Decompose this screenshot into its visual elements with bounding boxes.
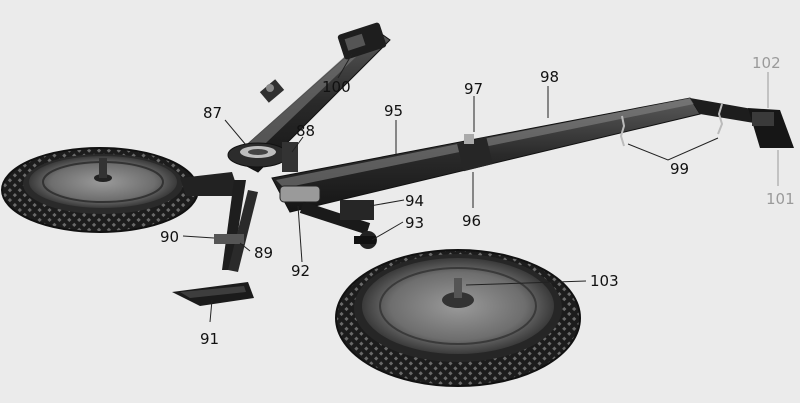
leader-90 [182, 235, 215, 239]
callout-91: 91 [200, 330, 219, 348]
leader-lines [182, 53, 779, 323]
callout-94: 94 [405, 192, 424, 210]
callout-90: 90 [160, 228, 179, 246]
callout-88: 88 [296, 122, 315, 140]
leader-103 [465, 280, 587, 286]
elevation-handwheel-assembly [299, 200, 377, 249]
leader-92 [297, 205, 303, 263]
main-trail-beam [271, 97, 794, 213]
leader-94 [369, 199, 405, 207]
spade-leg [172, 180, 258, 306]
leader-89 [239, 242, 251, 252]
leader-99 [627, 137, 719, 161]
callout-95: 95 [384, 102, 403, 120]
central-pivot-assembly [180, 142, 321, 203]
leader-100 [337, 53, 353, 79]
callout-102: 102 [752, 54, 781, 72]
callout-97: 97 [464, 80, 483, 98]
callout-100: 100 [322, 78, 351, 96]
callout-92: 92 [291, 262, 310, 280]
callout-103: 103 [590, 272, 619, 290]
right-wheel [335, 249, 581, 387]
callout-87: 87 [203, 104, 222, 122]
upper-trail-arm [231, 22, 391, 173]
leader-91 [209, 299, 213, 323]
callout-89: 89 [254, 244, 273, 262]
leader-87 [224, 119, 247, 146]
callout-96: 96 [462, 212, 481, 230]
callout-98: 98 [540, 68, 559, 86]
callout-101: 101 [766, 190, 795, 208]
leader-88 [291, 136, 304, 153]
callout-labels: 87 88 89 90 91 92 93 94 95 96 97 98 99 1… [160, 54, 795, 348]
leader-93 [371, 221, 404, 241]
left-wheel [1, 147, 199, 233]
callout-99: 99 [670, 160, 689, 178]
callout-93: 93 [405, 214, 424, 232]
